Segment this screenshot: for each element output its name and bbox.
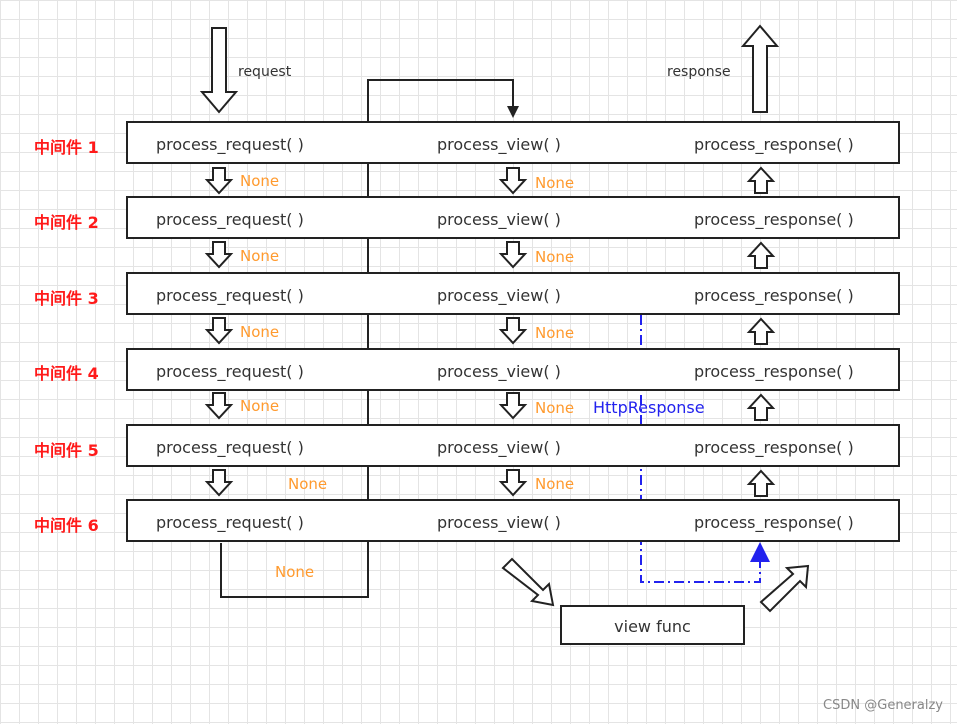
process-view-cell: process_view( )	[437, 135, 561, 154]
middleware-box: process_request( ) process_view( ) proce…	[126, 196, 900, 239]
process-view-cell: process_view( )	[437, 513, 561, 532]
small-down-arrows-left	[204, 167, 234, 497]
none-label: None	[535, 399, 575, 417]
middleware-label: 中间件 5	[34, 441, 99, 460]
none-label: None	[535, 475, 575, 493]
small-down-arrows-middle	[498, 167, 528, 497]
process-response-cell: process_response( )	[694, 513, 854, 532]
bypass-connector	[220, 79, 514, 598]
view-func-label: view func	[614, 617, 691, 636]
from-view-func-arrow	[759, 564, 810, 613]
request-arrow	[199, 27, 239, 114]
http-response-label: HttpResponse	[593, 398, 705, 417]
none-label: None	[535, 324, 575, 342]
middleware-label: 中间件 4	[34, 364, 99, 383]
watermark: CSDN @Generalzy	[823, 698, 943, 713]
process-response-cell: process_response( )	[694, 286, 854, 305]
process-view-cell: process_view( )	[437, 362, 561, 381]
bypass-connector-head	[507, 106, 519, 118]
process-request-cell: process_request( )	[156, 210, 304, 229]
none-label: None	[240, 172, 280, 190]
middleware-label: 中间件 3	[34, 289, 99, 308]
process-view-cell: process_view( )	[437, 438, 561, 457]
process-response-cell: process_response( )	[694, 210, 854, 229]
process-response-cell: process_response( )	[694, 362, 854, 381]
small-up-arrows-right	[746, 166, 776, 497]
middleware-box: process_request( ) process_view( ) proce…	[126, 121, 900, 164]
to-view-func-arrow	[501, 557, 555, 607]
middleware-box: process_request( ) process_view( ) proce…	[126, 348, 900, 391]
none-label: None	[288, 475, 328, 493]
none-label: None	[240, 247, 280, 265]
none-label: None	[240, 323, 280, 341]
http-response-path	[582, 293, 770, 583]
none-label: None	[535, 248, 575, 266]
none-label: None	[275, 563, 315, 581]
process-request-cell: process_request( )	[156, 135, 304, 154]
response-label: response	[667, 64, 731, 80]
process-request-cell: process_request( )	[156, 438, 304, 457]
process-view-cell: process_view( )	[437, 210, 561, 229]
none-label: None	[535, 174, 575, 192]
process-response-cell: process_response( )	[694, 135, 854, 154]
middleware-label: 中间件 6	[34, 516, 99, 535]
request-label: request	[238, 64, 292, 80]
process-view-cell: process_view( )	[437, 286, 561, 305]
view-func-box: view func	[560, 605, 745, 645]
process-request-cell: process_request( )	[156, 513, 304, 532]
response-arrow	[740, 24, 780, 113]
process-request-cell: process_request( )	[156, 286, 304, 305]
middleware-box: process_request( ) process_view( ) proce…	[126, 424, 900, 467]
middleware-box: process_request( ) process_view( ) proce…	[126, 499, 900, 542]
process-request-cell: process_request( )	[156, 362, 304, 381]
middleware-label: 中间件 2	[34, 213, 99, 232]
middleware-box: process_request( ) process_view( ) proce…	[126, 272, 900, 315]
none-label: None	[240, 397, 280, 415]
middleware-label: 中间件 1	[34, 138, 99, 157]
process-response-cell: process_response( )	[694, 438, 854, 457]
